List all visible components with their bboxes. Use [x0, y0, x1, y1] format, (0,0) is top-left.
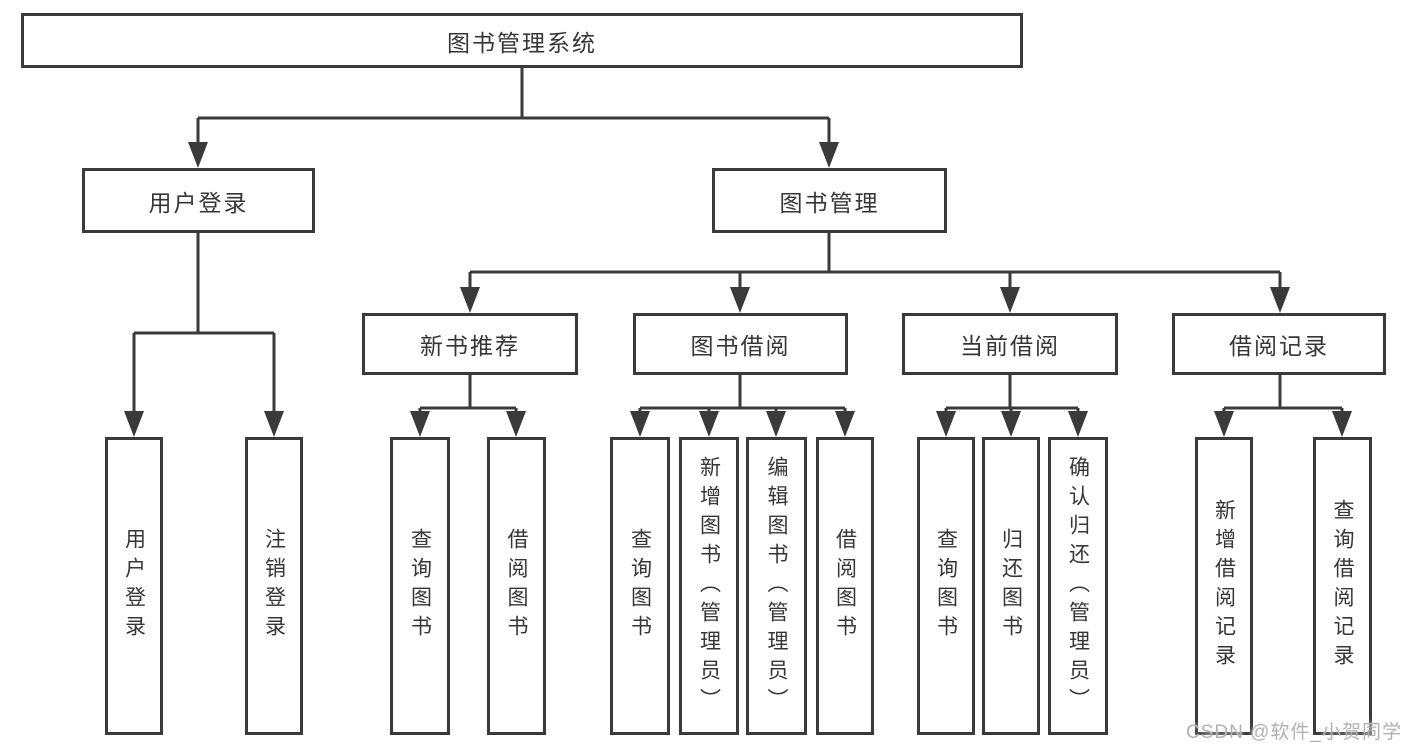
leaf-label: 归还图书 — [999, 528, 1023, 644]
leaf-logout: 注销登录 — [245, 437, 303, 735]
leaf-label: 注销登录 — [262, 528, 286, 644]
leaf-user-login: 用户登录 — [105, 437, 163, 735]
leaf-label: 查询图书 — [934, 528, 958, 644]
node-user-login: 用户登录 — [82, 168, 315, 233]
node-root: 图书管理系统 — [21, 13, 1023, 68]
leaf-label: 借阅图书 — [505, 528, 529, 644]
leaf-record-query: 查询借阅记录 — [1313, 437, 1372, 735]
leaf-borrow-edit-books-admin: 编辑图书（管理员） — [746, 437, 807, 735]
leaf-label: 查询借阅记录 — [1331, 499, 1355, 673]
leaf-label: 查询图书 — [408, 528, 432, 644]
node-borrow-records: 借阅记录 — [1172, 313, 1386, 375]
leaf-borrow-query-books: 查询图书 — [610, 437, 670, 735]
leaf-label: 新增图书（管理员） — [697, 455, 721, 717]
leaf-borrow-borrow-books: 借阅图书 — [816, 437, 874, 735]
node-book-borrow: 图书借阅 — [633, 313, 848, 375]
leaf-label: 确认归还（管理员） — [1066, 455, 1090, 717]
node-current-borrow: 当前借阅 — [902, 313, 1118, 375]
leaf-current-query-books: 查询图书 — [917, 437, 975, 735]
leaf-borrow-add-books-admin: 新增图书（管理员） — [679, 437, 739, 735]
csdn-watermark: CSDN @软件_小贺同学 — [1186, 722, 1402, 743]
leaf-newbook-query-books: 查询图书 — [390, 437, 450, 735]
node-new-book-recommend: 新书推荐 — [362, 313, 578, 375]
leaf-label: 新增借阅记录 — [1212, 499, 1236, 673]
leaf-label: 编辑图书（管理员） — [765, 455, 789, 717]
leaf-label: 用户登录 — [122, 528, 146, 644]
leaf-current-confirm-return-admin: 确认归还（管理员） — [1048, 437, 1108, 735]
leaf-label: 借阅图书 — [833, 528, 857, 644]
leaf-current-return-books: 归还图书 — [982, 437, 1040, 735]
leaf-newbook-borrow-books: 借阅图书 — [487, 437, 546, 735]
node-book-management: 图书管理 — [712, 168, 947, 233]
leaf-label: 查询图书 — [628, 528, 652, 644]
leaf-record-add: 新增借阅记录 — [1195, 437, 1253, 735]
